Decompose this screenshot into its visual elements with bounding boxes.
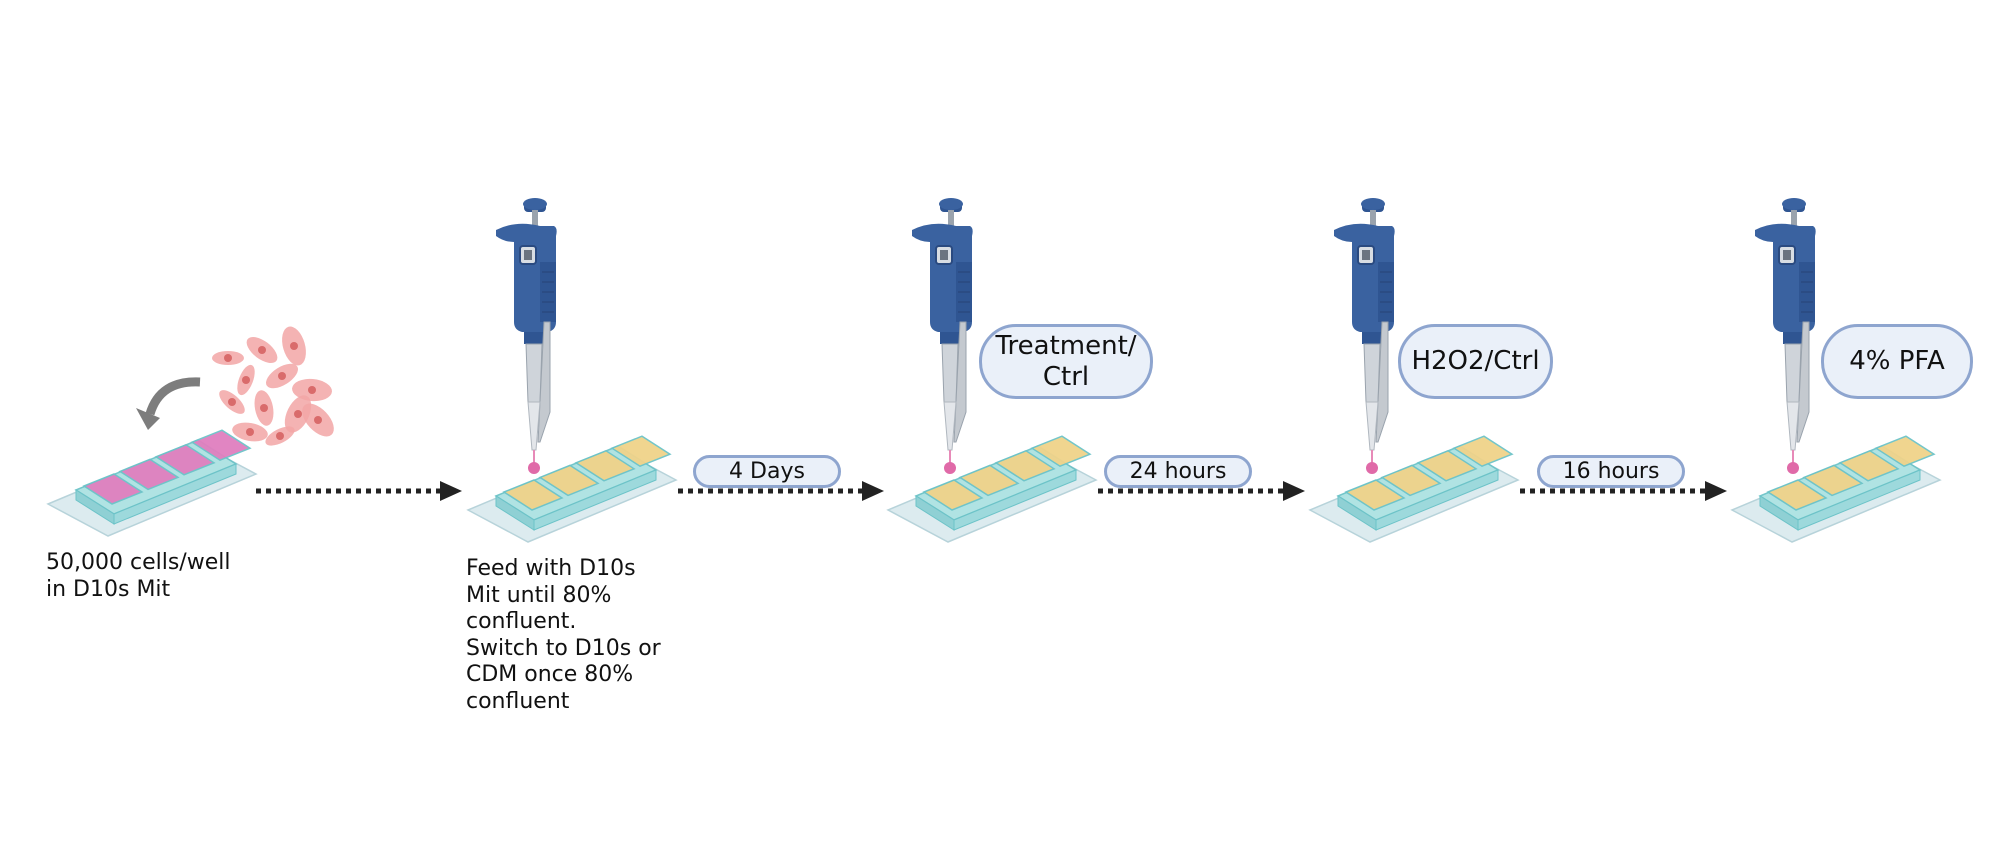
- arrow-step2-to-step3: [678, 481, 884, 501]
- duration-16-hours: 16 hours: [1537, 455, 1685, 488]
- chamber-well: [1874, 435, 1936, 468]
- chamber-well: [1766, 479, 1828, 511]
- chamber-well: [1416, 449, 1478, 482]
- chamber-well: [538, 464, 600, 497]
- chamber-well: [1838, 449, 1900, 482]
- chamber-well: [154, 443, 216, 476]
- arrow-step3-to-step4: [1098, 481, 1305, 501]
- chamber-well: [1452, 435, 1514, 468]
- chamber-well: [1802, 464, 1864, 497]
- chamber-well: [118, 458, 180, 491]
- chamber-well: [502, 479, 564, 511]
- chamber-well: [958, 464, 1020, 497]
- chamber-well: [1030, 435, 1092, 468]
- duration-4-days: 4 Days: [693, 455, 841, 488]
- chamber-well: [574, 449, 636, 482]
- chamber-well: [190, 429, 252, 462]
- treatment-ctrl-label: Treatment/ Ctrl: [979, 324, 1153, 399]
- chamber-slide-seeded: [47, 429, 257, 537]
- arrow-step1-to-step2: [256, 481, 462, 501]
- transfer-arrow: [145, 377, 201, 416]
- chamber-well: [994, 449, 1056, 482]
- pipette-icon: [911, 197, 974, 475]
- chamber-slide-fed: [467, 435, 677, 543]
- step1-label: 50,000 cells/well in D10s Mit: [46, 550, 231, 602]
- pipette-icon: [1333, 197, 1396, 475]
- chamber-slide-pfa: [1731, 435, 1941, 543]
- pfa-label: 4% PFA: [1821, 324, 1973, 399]
- step2-label: Feed with D10s Mit until 80% confluent. …: [466, 556, 661, 714]
- chamber-slide-treatment: [887, 435, 1097, 543]
- duration-24-hours: 24 hours: [1104, 455, 1252, 488]
- transfer-arrow-head: [136, 408, 160, 430]
- chamber-well: [922, 479, 984, 511]
- chamber-well: [610, 435, 672, 468]
- h2o2-ctrl-label: H2O2/Ctrl: [1398, 324, 1553, 399]
- pipette-icon: [1754, 197, 1817, 475]
- chamber-well: [1380, 464, 1442, 497]
- chamber-well: [82, 473, 144, 505]
- pipette-icon: [495, 197, 558, 475]
- arrow-step4-to-step5: [1520, 481, 1727, 501]
- chamber-well: [1344, 479, 1406, 511]
- cell-cluster: [212, 326, 334, 446]
- chamber-slide-h2o2: [1309, 435, 1519, 543]
